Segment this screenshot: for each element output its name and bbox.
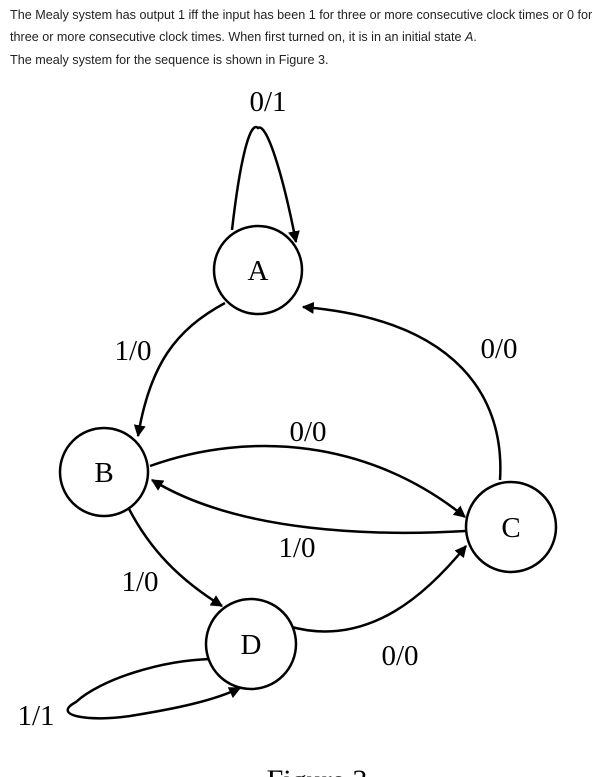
state-c-label: C (501, 512, 520, 544)
label-c-to-a: 0/0 (480, 333, 517, 365)
transition-b-to-d (126, 506, 224, 608)
state-a-label: A (248, 255, 269, 287)
label-d-self-loop: 1/1 (17, 700, 54, 732)
state-d-label: D (241, 629, 262, 661)
figure-caption: Figure 3 (267, 764, 368, 777)
transition-d-self-loop (66, 657, 242, 720)
state-d: D (204, 597, 298, 691)
label-b-to-c: 0/0 (289, 416, 326, 448)
state-a: A (212, 224, 304, 316)
problem-text: The Mealy system has output 1 iff the in… (10, 8, 593, 44)
label-d-to-c: 0/0 (381, 640, 418, 672)
state-b: B (58, 426, 150, 518)
initial-state-name: A (464, 30, 474, 44)
transition-d-to-c (287, 545, 467, 633)
problem-text-end: . (473, 30, 477, 44)
problem-statement: The Mealy system has output 1 iff the in… (10, 4, 602, 48)
figure-reference: The mealy system for the sequence is sho… (10, 53, 329, 67)
label-a-to-b: 1/0 (114, 335, 151, 367)
transition-a-to-b (133, 301, 226, 438)
transition-c-to-a (301, 301, 502, 481)
label-a-self-loop: 0/1 (249, 86, 286, 118)
transition-a-self-loop (230, 125, 300, 244)
state-c: C (464, 480, 558, 574)
transition-c-to-b (150, 478, 467, 535)
label-b-to-d: 1/0 (121, 566, 158, 598)
transition-b-to-c (149, 444, 466, 518)
state-b-label: B (94, 457, 113, 489)
label-c-to-b: 1/0 (278, 532, 315, 564)
